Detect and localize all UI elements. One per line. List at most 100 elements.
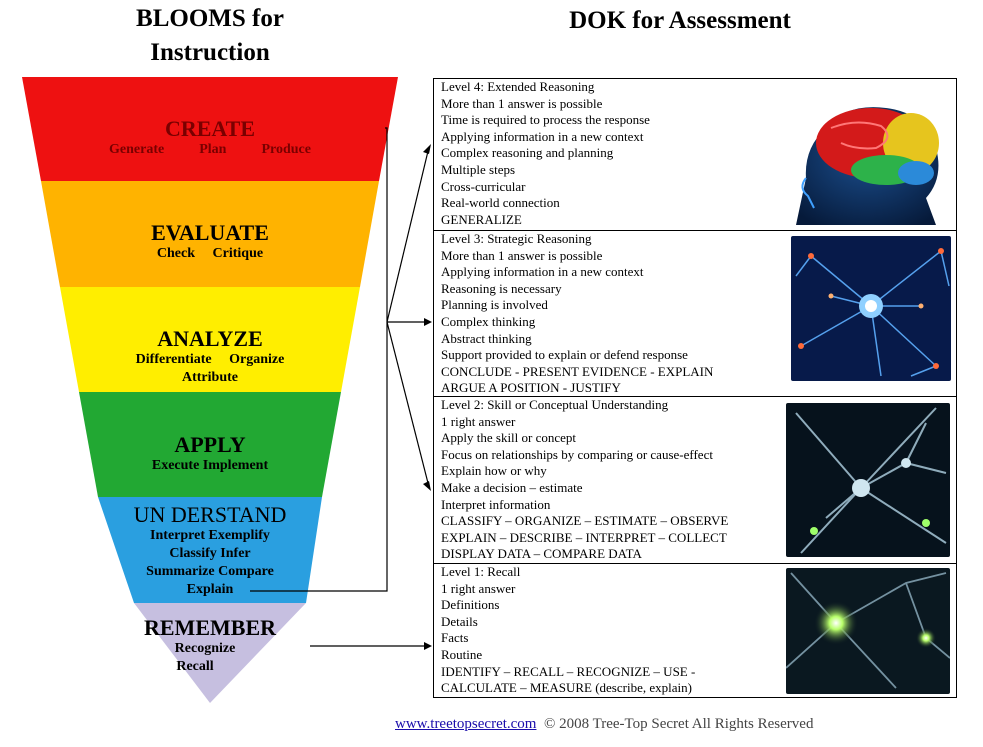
- level-name: EVALUATE: [151, 220, 269, 245]
- evaluate-band: [41, 181, 379, 287]
- dok-line: 1 right answer: [441, 413, 516, 429]
- create-band: [22, 77, 398, 181]
- dok-line: Planning is involved: [441, 297, 548, 313]
- dok-line: Apply the skill or concept: [441, 430, 577, 446]
- dok-line: Applying information in a new context: [441, 264, 644, 280]
- dok-line: Facts: [441, 630, 469, 646]
- blooms-level-understand: UN DERSTAND Interpret Exemplify Classify…: [100, 503, 320, 599]
- dok-line: Real-world connection: [441, 195, 560, 211]
- arrow-level2: [386, 321, 430, 488]
- dok-line: Applying information in a new context: [441, 128, 644, 144]
- dok-line: Level 3: Strategic Reasoning: [441, 231, 592, 246]
- bracket-line: [250, 127, 388, 592]
- footer-copyright: © 2008 Tree-Top Secret All Rights Reserv…: [543, 716, 814, 732]
- dok-line: Focus on relationships by comparing or c…: [441, 446, 713, 462]
- dok-line: Level 2: Skill or Conceptual Understandi…: [441, 397, 669, 412]
- analyze-band: [60, 287, 360, 392]
- level-verbs: Interpret Exemplify Classify Infer Summa…: [100, 527, 320, 599]
- level-name: UN DERSTAND: [133, 502, 287, 527]
- dok-level-4: Level 4: Extended Reasoning More than 1 …: [434, 79, 956, 231]
- dok-line: 1 right answer: [441, 580, 516, 596]
- dok-line: Complex reasoning and planning: [441, 145, 614, 161]
- verb: Attribute: [182, 370, 238, 385]
- verb: Produce: [261, 142, 311, 157]
- dok-line: Make a decision – estimate: [441, 479, 583, 495]
- dok-line: Cross-curricular: [441, 178, 526, 194]
- dok-line: ARGUE A POSITION - JUSTIFY: [441, 380, 621, 396]
- dok-line: Interpret information: [441, 496, 551, 512]
- dok-level-2-text: Level 2: Skill or Conceptual Understandi…: [441, 397, 728, 563]
- dok-line: Routine: [441, 646, 483, 662]
- footer-link[interactable]: www.treetopsecret.com: [395, 716, 537, 732]
- level-verbs: Recognize Recall: [100, 640, 310, 676]
- dok-line: CONCLUDE - PRESENT EVIDENCE - EXPLAIN: [441, 363, 714, 379]
- verb: Explain: [186, 582, 234, 597]
- dok-line: DISPLAY DATA – COMPARE DATA: [441, 546, 642, 562]
- arrowhead-level3: [424, 318, 432, 326]
- dok-level-4-text: Level 4: Extended Reasoning More than 1 …: [441, 79, 650, 228]
- dok-line: Level 4: Extended Reasoning: [441, 79, 595, 94]
- dok-line: Complex thinking: [441, 313, 536, 329]
- blooms-level-apply: APPLY Execute Implement: [90, 433, 330, 475]
- level-name: APPLY: [174, 432, 246, 457]
- level-name: CREATE: [164, 116, 256, 141]
- verb: Critique: [212, 246, 264, 261]
- level-verbs: Execute Implement: [151, 458, 269, 473]
- dok-level-1-text: Level 1: Recall 1 right answer Definitio…: [441, 564, 695, 697]
- arrowhead-level2: [423, 481, 431, 491]
- dok-line: IDENTIFY – RECALL – RECOGNIZE – USE -: [441, 663, 696, 679]
- apply-band: [79, 392, 341, 497]
- dok-line: More than 1 answer is possible: [441, 247, 603, 263]
- dok-line: Explain how or why: [441, 463, 547, 479]
- verb: Generate: [109, 142, 165, 157]
- level-verbs: Generate Plan Produce: [60, 141, 360, 159]
- level-verbs: Differentiate Organize Attribute: [80, 351, 340, 387]
- verb: Interpret Exemplify: [150, 528, 270, 543]
- dok-line: More than 1 answer is possible: [441, 95, 603, 111]
- level-name: ANALYZE: [157, 326, 263, 351]
- brain-icon: [786, 88, 951, 225]
- blooms-level-create: CREATE Generate Plan Produce: [60, 117, 360, 159]
- dok-line: EXPLAIN – DESCRIBE – INTERPRET – COLLECT: [441, 529, 727, 545]
- dok-line: Multiple steps: [441, 161, 516, 177]
- dok-line: Abstract thinking: [441, 330, 532, 346]
- verb: Plan: [199, 142, 227, 157]
- arrowhead-level1: [424, 642, 432, 650]
- dok-line: Definitions: [441, 597, 500, 613]
- dok-line: CLASSIFY – ORGANIZE – ESTIMATE – OBSERVE: [441, 513, 729, 529]
- verb: Check: [156, 246, 196, 261]
- verb: Recall: [176, 659, 214, 674]
- arrowhead-level4: [423, 144, 431, 154]
- blooms-level-remember: REMEMBER Recognize Recall: [110, 616, 310, 676]
- dok-level-3-text: Level 3: Strategic Reasoning More than 1…: [441, 231, 713, 397]
- blooms-level-analyze: ANALYZE Differentiate Organize Attribute: [80, 327, 340, 387]
- dok-level-3: Level 3: Strategic Reasoning More than 1…: [434, 231, 956, 397]
- verb: Recognize: [174, 641, 236, 656]
- level-verbs: Check Critique: [60, 245, 360, 263]
- dok-line: Reasoning is necessary: [441, 280, 562, 296]
- blooms-title: BLOOMS for Instruction: [136, 5, 284, 66]
- neuron-icon: [786, 403, 950, 557]
- verb: Organize: [229, 352, 285, 367]
- verb: Differentiate: [135, 352, 212, 367]
- arrow-level4: [386, 146, 430, 323]
- footer: www.treetopsecret.com © 2008 Tree-Top Se…: [395, 716, 813, 733]
- dok-line: Details: [441, 613, 478, 629]
- dok-line: Support provided to explain or defend re…: [441, 347, 688, 363]
- blooms-level-evaluate: EVALUATE Check Critique: [60, 221, 360, 263]
- remember-band: [134, 603, 306, 703]
- dok-line: Level 1: Recall: [441, 564, 521, 579]
- dok-line: GENERALIZE: [441, 211, 522, 227]
- neuron-network-icon: [791, 236, 951, 381]
- dok-line: CALCULATE – MEASURE (describe, explain): [441, 680, 692, 696]
- dok-level-1: Level 1: Recall 1 right answer Definitio…: [434, 564, 956, 697]
- dok-level-2: Level 2: Skill or Conceptual Understandi…: [434, 397, 956, 564]
- neuron-glow-icon: [786, 568, 950, 694]
- level-name: REMEMBER: [144, 615, 276, 640]
- dok-title: DOK for Assessment: [569, 7, 791, 34]
- understand-band: [98, 497, 322, 603]
- verb: Classify Infer: [169, 546, 251, 561]
- dok-line: Time is required to process the response: [441, 112, 650, 128]
- dok-table: Level 4: Extended Reasoning More than 1 …: [433, 78, 957, 698]
